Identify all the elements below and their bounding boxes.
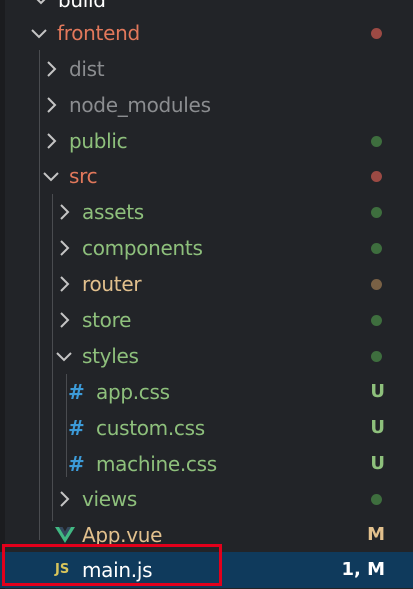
annotation-highlight-box bbox=[2, 544, 222, 586]
css-file-icon: # bbox=[68, 416, 85, 440]
untracked-dot bbox=[371, 351, 382, 362]
tree-item-machine-css[interactable]: # machine.css U bbox=[0, 446, 413, 482]
untracked-dot bbox=[371, 207, 382, 218]
tree-item-label: views bbox=[82, 487, 137, 511]
untracked-dot bbox=[371, 243, 382, 254]
modified-dot bbox=[371, 279, 382, 290]
tree-item-node-modules[interactable]: node_modules bbox=[0, 87, 413, 123]
tree-item-assets[interactable]: assets bbox=[0, 194, 413, 230]
chevron-right-icon bbox=[55, 239, 73, 257]
chevron-right-icon bbox=[42, 60, 60, 78]
modified-dot bbox=[371, 28, 382, 39]
chevron-right-icon bbox=[55, 490, 73, 508]
tree-item-label: App.vue bbox=[82, 523, 163, 547]
git-status-badge: 1, M bbox=[341, 559, 385, 580]
tree-item-label: store bbox=[82, 308, 132, 332]
tree-item-src[interactable]: src bbox=[0, 158, 413, 194]
indent-guide-styles bbox=[66, 374, 67, 477]
tree-item-label: main.js bbox=[82, 558, 153, 582]
tree-item-app-css[interactable]: # app.css U bbox=[0, 374, 413, 410]
tree-item-label: components bbox=[82, 236, 203, 260]
tree-item-views[interactable]: views bbox=[0, 481, 413, 517]
tree-item-label: assets bbox=[82, 200, 144, 224]
tree-item-app-vue[interactable]: App.vue M bbox=[0, 517, 413, 553]
untracked-dot bbox=[371, 315, 382, 326]
indent-guide-frontend bbox=[39, 50, 40, 540]
indent-guide-src bbox=[52, 194, 53, 521]
tree-item-dist[interactable]: dist bbox=[0, 51, 413, 87]
tree-item-custom-css[interactable]: # custom.css U bbox=[0, 410, 413, 446]
tree-item-public[interactable]: public bbox=[0, 123, 413, 159]
tree-item-label: public bbox=[69, 129, 128, 153]
tree-item-store[interactable]: store bbox=[0, 302, 413, 338]
git-status-badge: U bbox=[370, 453, 385, 474]
tree-item-label: src bbox=[69, 164, 98, 188]
chevron-right-icon bbox=[42, 132, 60, 150]
tree-item-label: dist bbox=[69, 57, 105, 81]
vue-file-icon bbox=[55, 526, 75, 544]
git-status-badge: U bbox=[370, 381, 385, 402]
tree-item-label: node_modules bbox=[69, 93, 211, 117]
tree-item-label: styles bbox=[82, 344, 139, 368]
tree-item-main-js[interactable]: JS main.js 1, M bbox=[0, 552, 413, 588]
tree-item-label: custom.css bbox=[96, 416, 205, 440]
git-status-badge: M bbox=[367, 524, 385, 545]
chevron-down-icon bbox=[32, 0, 50, 9]
chevron-right-icon bbox=[55, 311, 73, 329]
chevron-down-icon bbox=[55, 347, 73, 365]
css-file-icon: # bbox=[68, 380, 85, 404]
chevron-down-icon bbox=[42, 167, 60, 185]
tree-item-label: build bbox=[58, 0, 106, 12]
tree-item-label: frontend bbox=[57, 21, 140, 45]
modified-dot bbox=[371, 171, 382, 182]
tree-item-build[interactable]: build bbox=[0, 0, 413, 18]
css-file-icon: # bbox=[68, 452, 85, 476]
git-status-badge: U bbox=[370, 417, 385, 438]
tree-item-components[interactable]: components bbox=[0, 230, 413, 266]
chevron-right-icon bbox=[42, 96, 60, 114]
tree-item-label: app.css bbox=[96, 380, 170, 404]
tree-item-label: router bbox=[82, 272, 142, 296]
chevron-right-icon bbox=[55, 203, 73, 221]
tree-item-frontend[interactable]: frontend bbox=[0, 15, 413, 51]
tree-item-styles[interactable]: styles bbox=[0, 338, 413, 374]
untracked-dot bbox=[371, 136, 382, 147]
explorer-left-edge bbox=[0, 0, 5, 589]
tree-item-router[interactable]: router bbox=[0, 266, 413, 302]
chevron-right-icon bbox=[55, 275, 73, 293]
untracked-dot bbox=[371, 494, 382, 505]
tree-item-label: machine.css bbox=[96, 452, 217, 476]
js-file-icon: JS bbox=[55, 562, 70, 577]
chevron-down-icon bbox=[30, 24, 48, 42]
